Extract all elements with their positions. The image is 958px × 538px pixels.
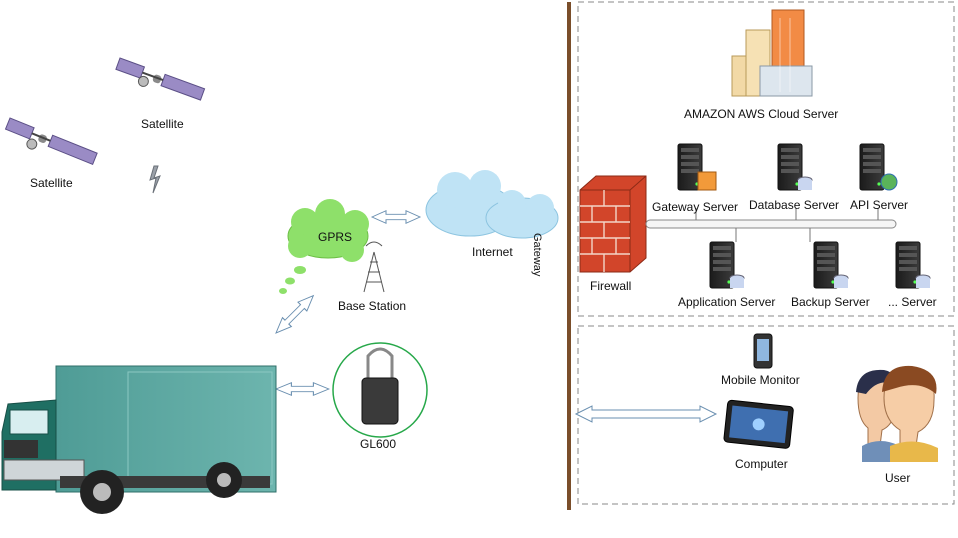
arrow-gprs-internet [371,210,421,224]
base-station-label: Base Station [338,299,407,313]
internet-label: Internet [472,245,513,259]
arrow-truck-gprs [271,290,319,338]
tablet-icon [723,399,794,449]
backup-server-label: Backup Server [791,295,870,309]
gateway-server-label: Gateway Server [652,200,739,214]
server-rack-icon-backup [813,241,849,289]
users-icon [856,365,938,462]
api-server-label: API Server [850,198,909,212]
database-server-label: Database Server [749,198,840,212]
server-rack-icon-gateway [677,143,717,191]
server-rack-icon-database [777,143,813,191]
office-building-icon [731,9,813,97]
user-label: User [885,471,911,485]
lightning-icon [149,165,161,194]
server-rack-icon-other [895,241,931,289]
satellite-top-label: Satellite [141,117,184,131]
antenna-tower-icon [363,241,385,293]
mobile-phone-icon [753,333,773,369]
gprs-cloud [279,199,369,294]
satellite-icon-top [115,57,206,101]
internet-cloud [425,170,559,239]
computer-label: Computer [735,457,788,471]
server-rack-icon-api [859,143,898,191]
firewall-icon [579,175,647,273]
server-bus [645,219,897,229]
satellite-left-label: Satellite [30,176,73,190]
arrow-truck-device [275,382,330,396]
cloud-server-label: AMAZON AWS Cloud Server [684,107,839,121]
gateway-label: Gateway [531,233,543,277]
truck-icon [1,365,277,514]
server-rack-icon-application [709,241,745,289]
firewall-label: Firewall [590,279,632,293]
other-server-label: ... Server [888,295,937,309]
mobile-monitor-label: Mobile Monitor [721,373,800,387]
cloud-panel [577,1,955,317]
gl600-device [332,342,428,438]
client-panel [577,325,955,505]
gprs-label: GPRS [318,230,353,244]
arrow-gateway-client [574,405,718,423]
satellite-icon-left [4,117,98,165]
application-server-label: Application Server [678,295,776,309]
gl600-label: GL600 [360,437,397,451]
